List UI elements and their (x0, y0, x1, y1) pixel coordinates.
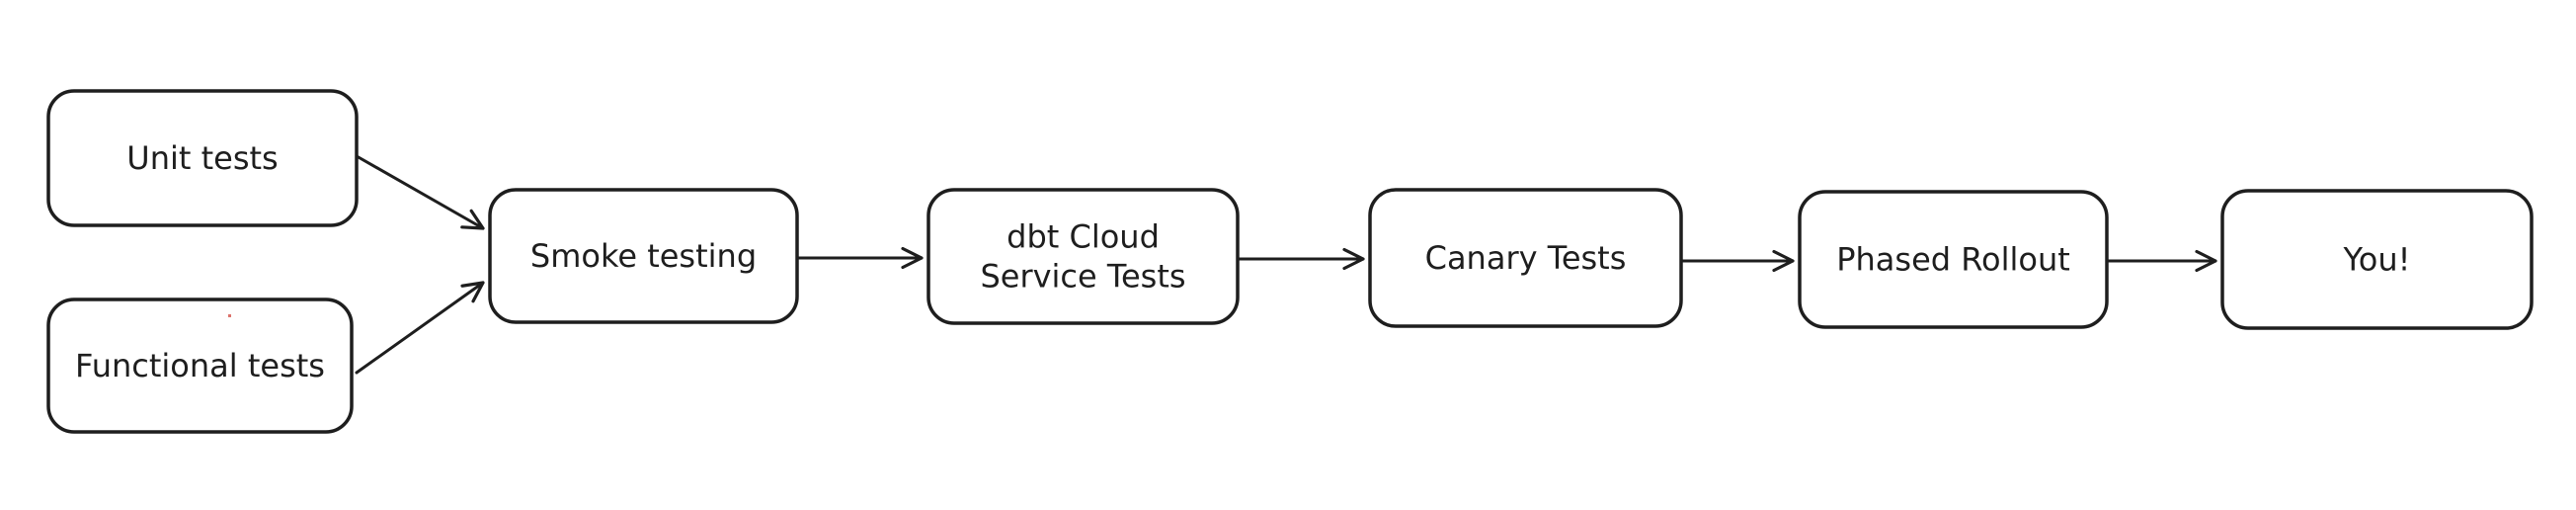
node-box[interactable] (2220, 189, 2534, 330)
node-box[interactable] (926, 188, 1240, 325)
node-label: Smoke testing (530, 237, 757, 275)
node-phased-rollout[interactable]: Phased Rollout (1798, 190, 2109, 329)
node-unit-tests[interactable]: Unit tests (46, 89, 359, 227)
node-label-line: dbt Cloud (1006, 218, 1160, 256)
node-label-line: Phased Rollout (1836, 241, 2070, 279)
node-label: Phased Rollout (1836, 241, 2070, 279)
edge-functional-tests-to-smoke-testing[interactable] (355, 281, 485, 375)
stray-red-dot (228, 314, 231, 317)
node-you[interactable]: You! (2220, 189, 2534, 330)
node-canary-tests[interactable]: Canary Tests (1368, 188, 1683, 328)
node-smoke-testing[interactable]: Smoke testing (488, 188, 799, 324)
node-label-line: Functional tests (75, 347, 325, 384)
node-label-line: Service Tests (980, 258, 1185, 296)
node-box[interactable] (1798, 190, 2109, 329)
node-box[interactable] (488, 188, 799, 324)
node-label: Unit tests (126, 139, 278, 177)
node-label-line: Smoke testing (530, 237, 757, 275)
node-functional-tests[interactable]: Functional tests (46, 298, 354, 434)
node-box[interactable] (46, 89, 359, 227)
node-box[interactable] (1368, 188, 1683, 328)
node-label: Canary Tests (1425, 239, 1627, 277)
node-label-line: Unit tests (126, 139, 278, 177)
node-label-line: You! (2343, 241, 2411, 279)
edge-unit-tests-to-smoke-testing[interactable] (355, 154, 485, 230)
node-label: Functional tests (75, 347, 325, 384)
node-label-line: Canary Tests (1425, 239, 1627, 277)
node-box[interactable] (46, 298, 354, 434)
node-label: You! (2343, 241, 2411, 279)
